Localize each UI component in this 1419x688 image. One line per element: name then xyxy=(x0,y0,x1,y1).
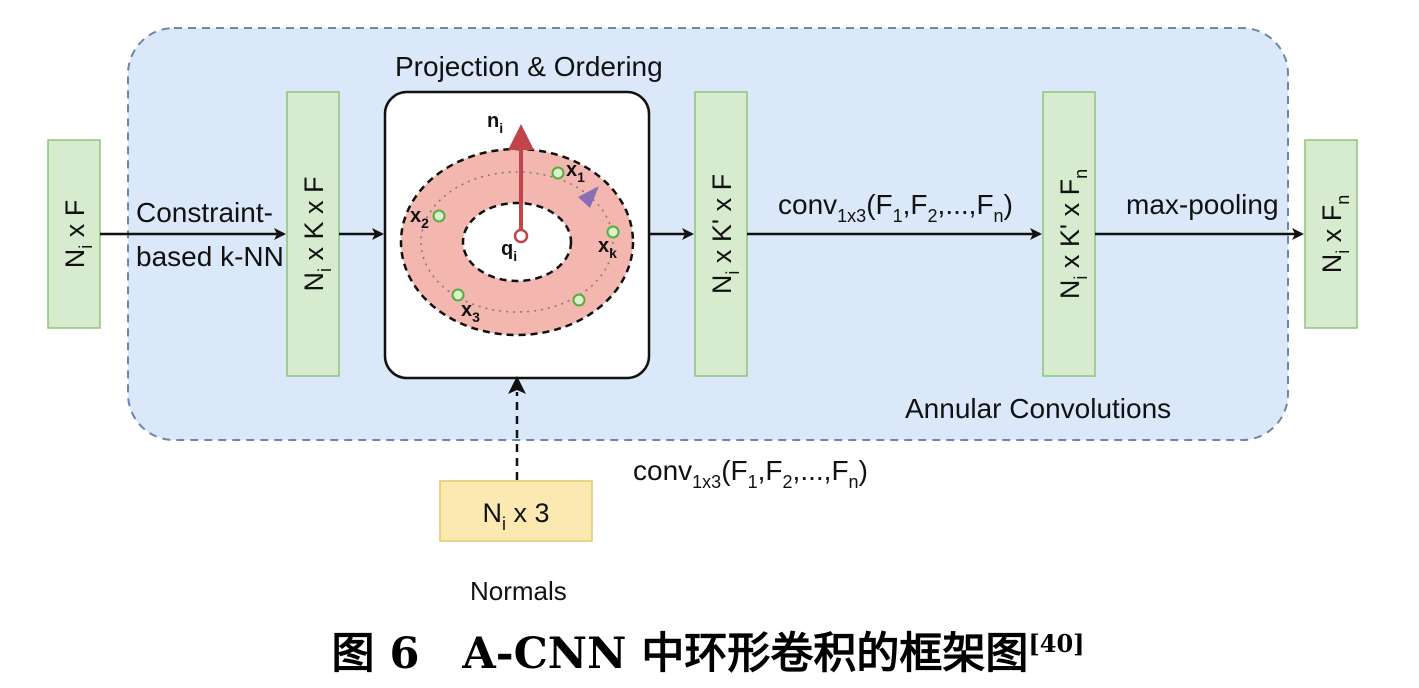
point-xk xyxy=(606,225,620,239)
output-tensor-label: Ni x Fn xyxy=(1317,195,1353,274)
input-tensor-box: Ni x F xyxy=(47,139,101,329)
normals-box: Ni x 3 xyxy=(439,480,593,542)
point-label-x2: x2 xyxy=(410,205,429,231)
knn-output-label: Ni x K x F xyxy=(299,176,335,291)
input-tensor-label: Ni x F xyxy=(60,200,96,269)
projection-ordering-panel: ni qi x1 x2 xk x3 xyxy=(383,90,651,380)
conv-output-label: Ni x K' x Fn xyxy=(1055,169,1091,299)
projection-output-box: Ni x K' x F xyxy=(694,91,748,377)
region-label: Annular Convolutions xyxy=(905,393,1171,424)
point-label-xk: xk xyxy=(598,235,617,261)
normals-box-label: Ni x 3 xyxy=(482,498,549,534)
conv-output-box: Ni x K' x Fn xyxy=(1042,91,1096,377)
point-label-x1: x1 xyxy=(566,159,585,185)
point-x3 xyxy=(451,288,465,302)
output-tensor-box: Ni x Fn xyxy=(1304,139,1358,329)
orbit-direction-arrow xyxy=(578,186,599,208)
annulus-orbit xyxy=(420,171,614,313)
knn-output-box: Ni x K x F xyxy=(286,91,340,377)
conv-label: conv1x3(F1,F2,...,Fn) xyxy=(778,189,1013,226)
center-point xyxy=(513,228,529,244)
normals-label: Normals xyxy=(470,576,567,606)
knn-label-line1: Constraint- xyxy=(136,197,273,228)
normal-label: ni xyxy=(487,110,503,136)
knn-label-line2: based k-NN xyxy=(136,241,284,272)
point-unlabeled xyxy=(572,293,586,307)
normals-conv-label: conv1x3(F1,F2,...,Fn) xyxy=(633,455,868,492)
point-x1 xyxy=(551,166,565,180)
figure-caption: 图 6 A-CNN 中环形卷积的框架图[40] xyxy=(331,629,1084,679)
projection-output-label: Ni x K' x F xyxy=(707,174,743,294)
max-pooling-label: max-pooling xyxy=(1126,189,1279,220)
normals-arrowhead xyxy=(508,376,526,394)
normal-arrowhead xyxy=(508,124,534,150)
point-label-x3: x3 xyxy=(461,299,480,325)
projection-title: Projection & Ordering xyxy=(395,51,663,82)
point-x2 xyxy=(432,209,446,223)
center-label: qi xyxy=(501,238,517,264)
